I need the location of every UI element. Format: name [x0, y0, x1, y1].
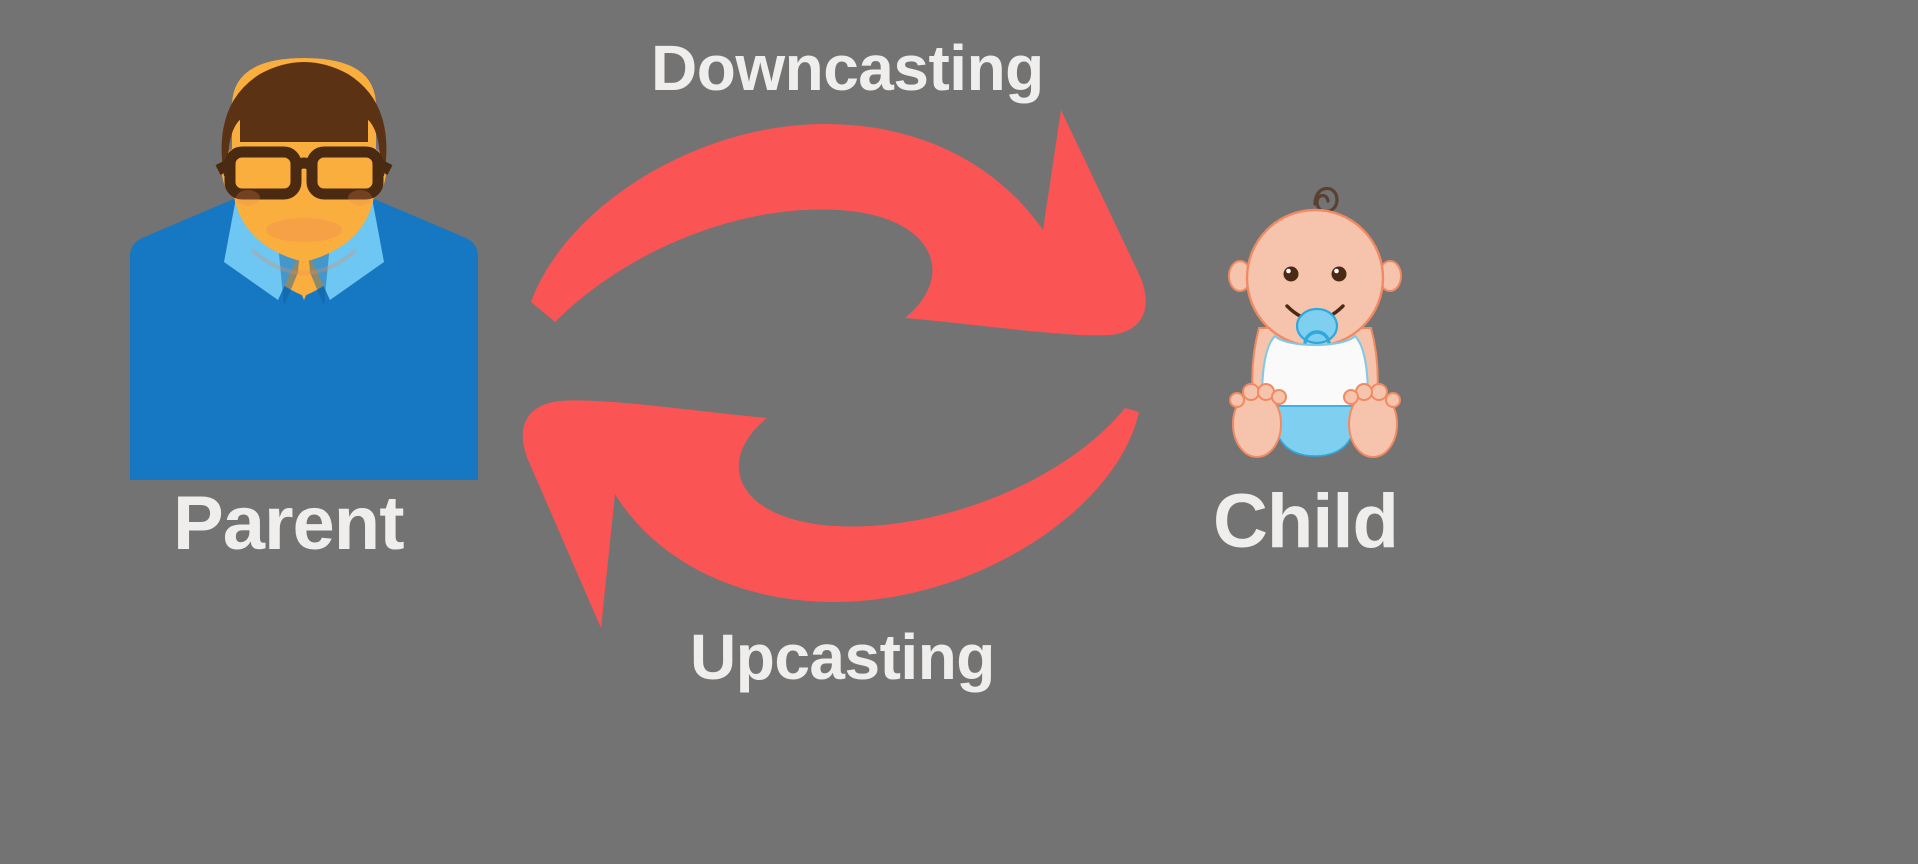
- child-label: Child: [1213, 479, 1399, 564]
- upcasting-label: Upcasting: [690, 621, 995, 693]
- parent-label: Parent: [173, 481, 405, 566]
- downcasting-arrow-shape: [531, 110, 1146, 336]
- child-avatar-icon: [1215, 168, 1415, 473]
- downcasting-label: Downcasting: [651, 32, 1044, 104]
- upcasting-arrow-shape: [522, 400, 1139, 628]
- cycle-arrows: [505, 90, 1165, 650]
- parent-avatar-icon: [128, 48, 480, 480]
